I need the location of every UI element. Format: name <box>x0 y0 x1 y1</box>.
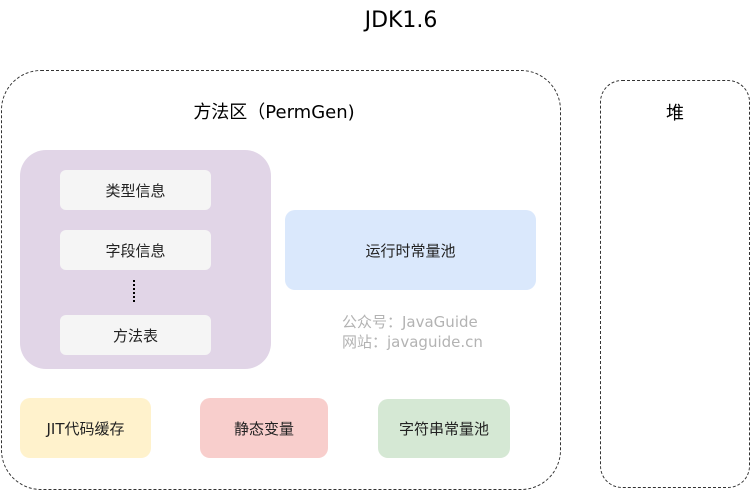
field-info-item: 字段信息 <box>60 230 211 270</box>
method-table-item: 方法表 <box>60 315 211 355</box>
ellipsis-dots <box>133 280 137 302</box>
diagram-title: JDK1.6 <box>364 8 438 33</box>
method-area-container <box>1 70 561 490</box>
heap-title: 堆 <box>666 103 684 124</box>
watermark-website: 网站：javaguide.cn <box>342 333 483 351</box>
jit-code-cache-box: JIT代码缓存 <box>20 398 151 458</box>
runtime-constant-pool-box: 运行时常量池 <box>285 210 536 290</box>
watermark-wechat: 公众号：JavaGuide <box>342 313 478 331</box>
method-area-title: 方法区（PermGen) <box>193 102 355 123</box>
static-variables-box: 静态变量 <box>200 398 328 458</box>
type-info-item: 类型信息 <box>60 170 211 210</box>
string-constant-pool-box: 字符串常量池 <box>378 399 510 458</box>
heap-container <box>600 80 750 488</box>
